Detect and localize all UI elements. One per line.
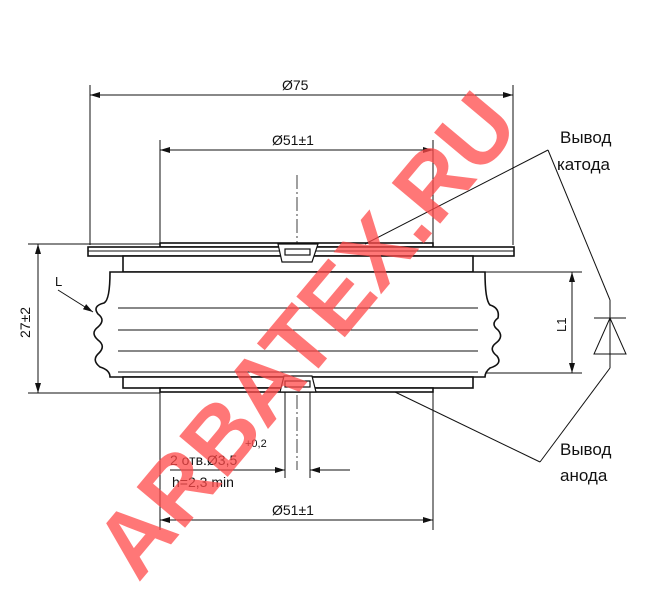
dimension-lines: [35, 92, 575, 523]
dim-creepage: L: [55, 274, 62, 289]
anode-label-2: анода: [560, 466, 608, 485]
dim-inner-height: L1: [554, 318, 569, 332]
diode-symbol-icon: [593, 300, 627, 368]
cathode-label-1: Вывод: [560, 128, 611, 147]
holes-label: 2 отв.Ø3,5: [170, 452, 237, 468]
holes-depth: h=2,3 min: [172, 474, 234, 490]
anode-label-1: Вывод: [560, 440, 611, 459]
leader-lines: [364, 149, 611, 463]
dim-bottom-contact-diameter: Ø51±1: [272, 502, 314, 518]
dim-top-contact-diameter: Ø51±1: [272, 132, 314, 148]
dim-outer-diameter: Ø75: [282, 77, 309, 93]
holes-tolerance: +0,2: [245, 438, 267, 450]
dim-height: 27±2: [17, 307, 33, 338]
extension-lines: [28, 85, 582, 530]
package-outline: [87, 242, 515, 393]
cathode-label-2: катода: [557, 155, 610, 174]
